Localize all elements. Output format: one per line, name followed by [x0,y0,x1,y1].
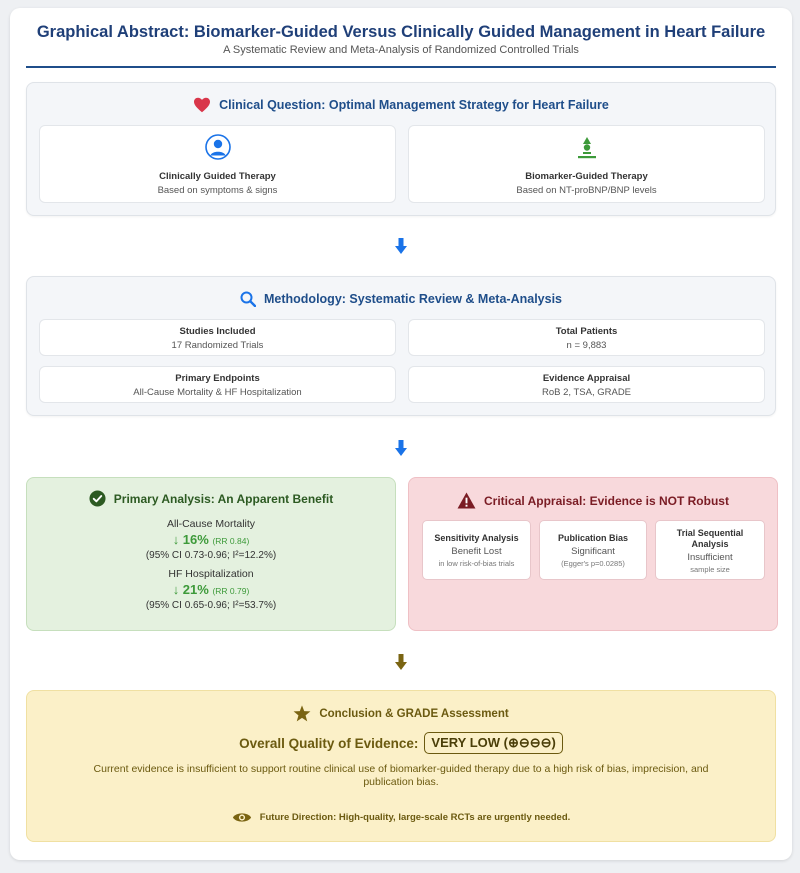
heart-icon [194,97,211,113]
outcome-rr: (RR 0.84) [212,536,250,546]
mortality-outcome: All-Cause Mortality ↓ 16% (RR 0.84) (95%… [27,518,395,561]
header: Graphical Abstract: Biomarker-Guided Ver… [26,22,776,68]
eye-icon [232,813,251,822]
quality-label: Overall Quality of Evidence: [239,735,419,751]
trial-sequential-analysis-card: Trial Sequential Analysis Insufficient s… [655,520,765,580]
card-note: sample size [690,565,730,574]
card-value: n = 9,883 [566,340,607,351]
graphical-abstract: Graphical Abstract: Biomarker-Guided Ver… [10,8,792,860]
grade-badge: VERY LOW (⊕⊖⊖⊖) [424,732,563,754]
card-label: Biomarker-Guided Therapy [525,171,648,182]
conclusion-text: Current evidence is insufficient to supp… [93,763,709,788]
outcome-ci: (95% CI 0.65-0.96; I²=53.7%) [145,600,277,611]
primary-endpoints-card: Primary Endpoints All-Cause Mortality & … [39,366,396,403]
critical-appraisal-panel: Critical Appraisal: Evidence is NOT Robu… [408,477,778,631]
card-value: Based on symptoms & signs [157,185,278,196]
methodology-title: Methodology: Systematic Review & Meta-An… [264,292,562,306]
clinical-question-panel: Clinical Question: Optimal Management St… [26,82,776,216]
card-label: Evidence Appraisal [542,373,631,384]
card-label: Total Patients [555,326,618,337]
primary-analysis-panel: Primary Analysis: An Apparent Benefit Al… [26,477,396,631]
card-value: RoB 2, TSA, GRADE [541,387,632,398]
outcome-reduction: ↓ 21% [172,582,209,597]
card-value: Insufficient [687,552,733,563]
evidence-appraisal-card: Evidence Appraisal RoB 2, TSA, GRADE [408,366,765,403]
biomarker-guided-card: Biomarker-Guided Therapy Based on NT-pro… [408,125,765,203]
card-label: Trial Sequential Analysis [676,528,744,549]
card-label: Primary Endpoints [175,373,260,384]
card-value: Based on NT-proBNP/BNP levels [516,185,657,196]
card-note: (Egger's p=0.0285) [561,559,625,568]
search-icon [240,291,256,307]
methodology-panel: Methodology: Systematic Review & Meta-An… [26,276,776,416]
star-icon [293,705,311,722]
total-patients-card: Total Patients n = 9,883 [408,319,765,356]
studies-included-card: Studies Included 17 Randomized Trials [39,319,396,356]
check-circle-icon [89,490,106,507]
card-value: Significant [571,546,615,557]
publication-bias-card: Publication Bias Significant (Egger's p=… [539,520,647,580]
conclusion-panel: Conclusion & GRADE Assessment Overall Qu… [26,690,776,842]
quality-of-evidence: Overall Quality of Evidence: VERY LOW (⊕… [27,732,775,754]
card-label: Studies Included [179,326,256,337]
sensitivity-analysis-card: Sensitivity Analysis Benefit Lost in low… [422,520,531,580]
outcome-ci: (95% CI 0.73-0.96; I²=12.2%) [145,550,277,561]
primary-analysis-title: Primary Analysis: An Apparent Benefit [113,491,334,506]
down-arrow-icon [395,440,407,456]
card-value: Benefit Lost [451,546,502,557]
page-subtitle: A Systematic Review and Meta-Analysis of… [223,44,579,56]
card-label: Sensitivity Analysis [434,533,519,543]
clinically-guided-card: Clinically Guided Therapy Based on sympt… [39,125,396,203]
warning-icon [457,492,476,509]
outcome-rr: (RR 0.79) [212,586,250,596]
hospitalization-outcome: HF Hospitalization ↓ 21% (RR 0.79) (95% … [27,568,395,611]
card-value: All-Cause Mortality & HF Hospitalization [133,387,302,398]
critical-appraisal-title: Critical Appraisal: Evidence is NOT Robu… [484,493,729,508]
down-arrow-icon [395,654,407,670]
person-icon [204,134,231,160]
future-direction: Future Direction: High-quality, large-sc… [259,812,571,823]
card-label: Publication Bias [557,533,628,543]
clinical-question-title: Clinical Question: Optimal Management St… [219,98,609,112]
outcome-name: All-Cause Mortality [166,518,256,530]
outcome-reduction: ↓ 16% [172,532,209,547]
page-title: Graphical Abstract: Biomarker-Guided Ver… [36,23,766,41]
card-label: Clinically Guided Therapy [159,171,276,182]
card-note: in low risk-of-bias trials [438,559,515,568]
down-arrow-icon [395,238,407,254]
conclusion-title: Conclusion & GRADE Assessment [319,707,509,720]
card-value: 17 Randomized Trials [171,340,264,351]
microscope-icon [577,137,596,159]
outcome-name: HF Hospitalization [168,568,254,580]
